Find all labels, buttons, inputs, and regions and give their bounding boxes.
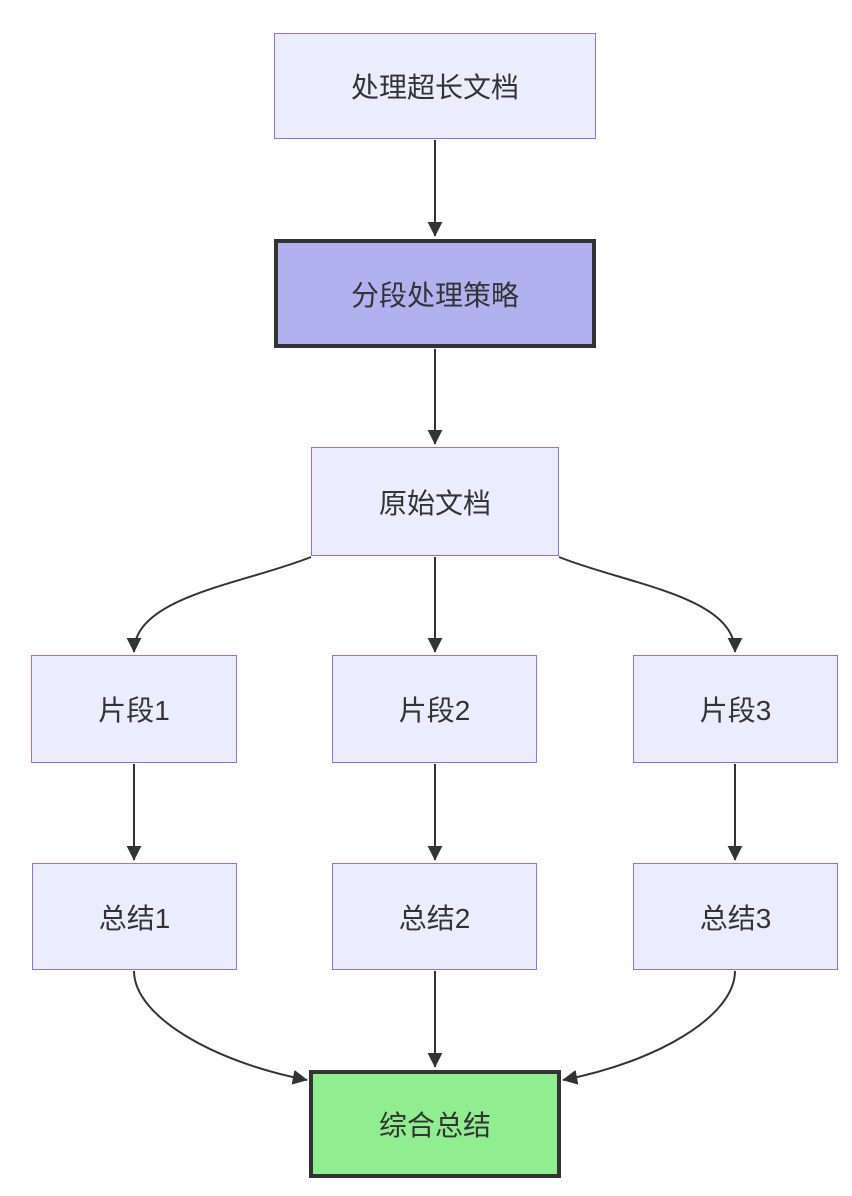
edge-C-D1 — [126, 556, 312, 653]
edge-E1-F — [133, 970, 308, 1085]
node-label: 综合总结 — [378, 1110, 491, 1141]
node-label: 总结2 — [398, 902, 471, 934]
edge-C-D3 — [558, 556, 743, 653]
node-summary-1: 总结1 — [32, 863, 237, 970]
edge-E3-F — [562, 970, 736, 1085]
node-summary-3: 总结3 — [633, 863, 838, 970]
node-summary-2: 总结2 — [332, 863, 537, 970]
node-fragment-1: 片段1 — [31, 655, 237, 763]
node-final-summary: 综合总结 — [309, 1070, 561, 1178]
node-label: 片段1 — [98, 695, 170, 726]
node-process-long-document: 处理超长文档 — [274, 33, 596, 139]
node-fragment-3: 片段3 — [633, 655, 838, 763]
node-label: 总结3 — [699, 902, 772, 934]
node-label: 片段3 — [699, 695, 772, 726]
node-label: 片段2 — [398, 695, 471, 726]
node-original-document: 原始文档 — [311, 447, 559, 556]
node-label: 原始文档 — [378, 487, 491, 519]
node-segmentation-strategy: 分段处理策略 — [274, 239, 596, 348]
node-label: 处理超长文档 — [350, 72, 519, 103]
node-label: 分段处理策略 — [350, 279, 519, 311]
node-label: 总结1 — [98, 902, 171, 934]
node-fragment-2: 片段2 — [332, 655, 537, 763]
